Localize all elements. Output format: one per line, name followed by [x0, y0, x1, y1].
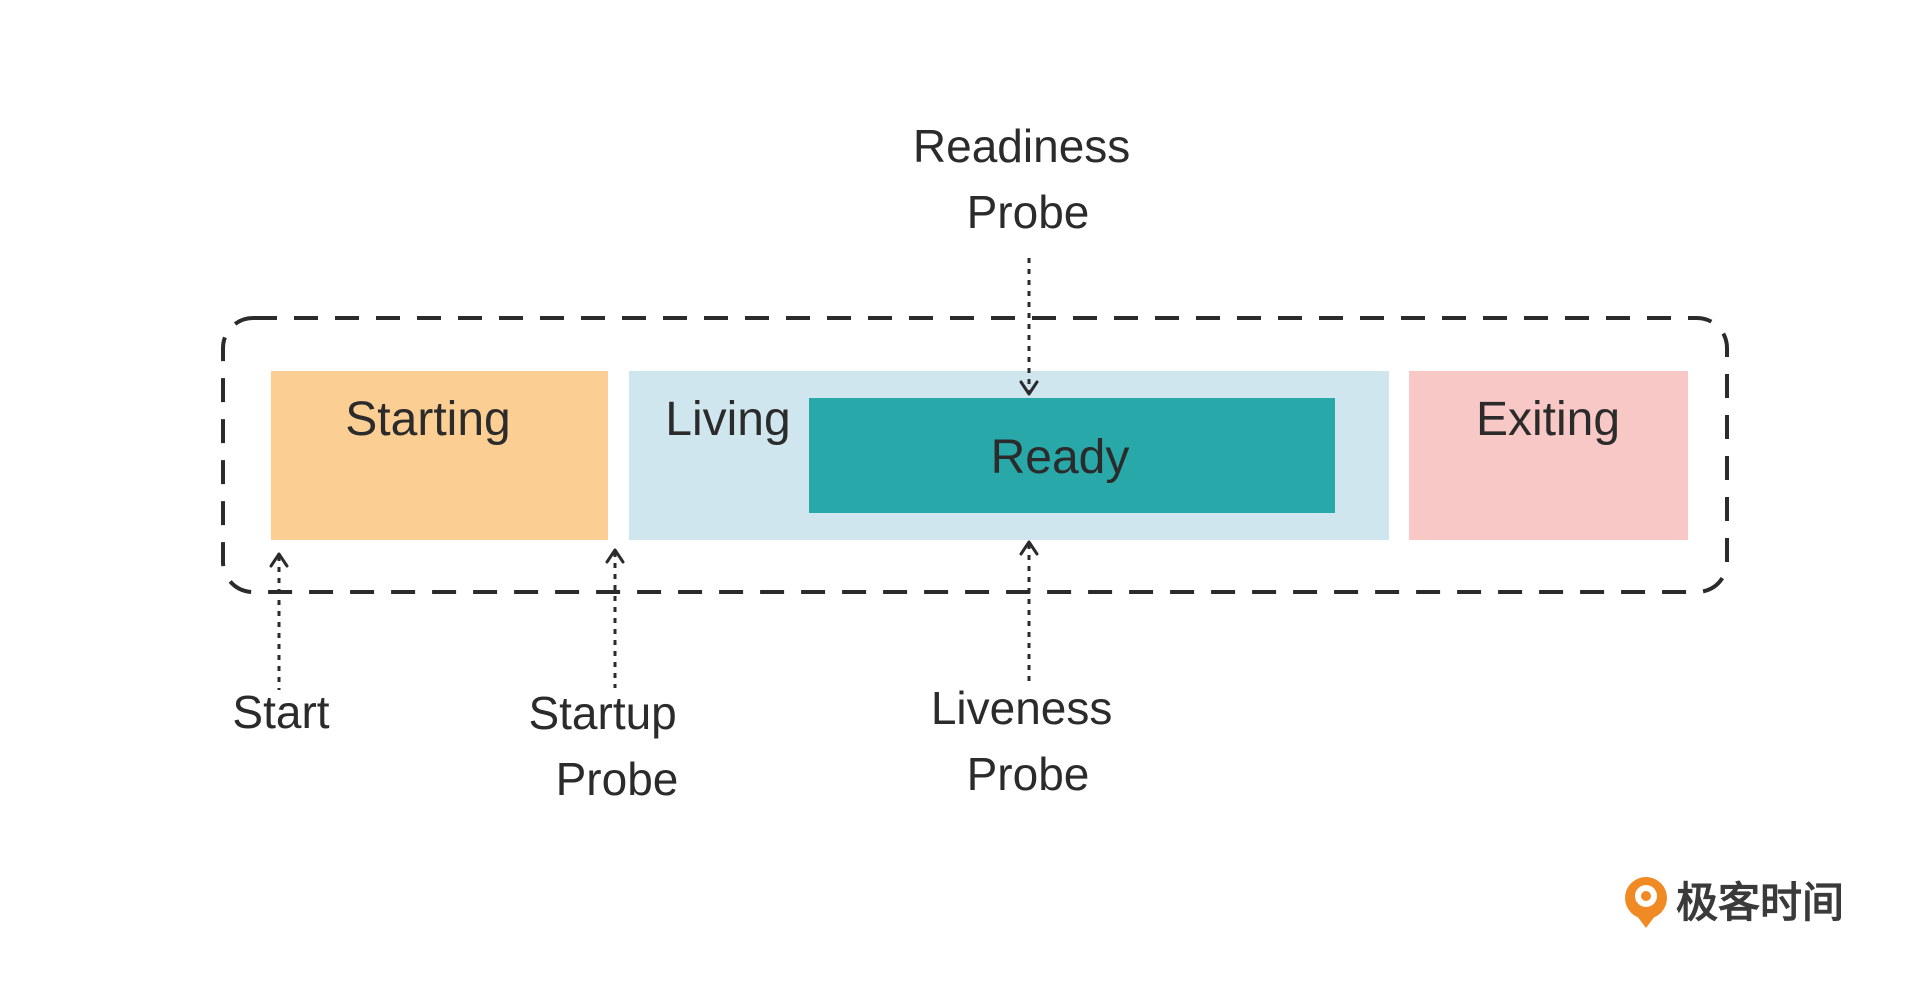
readiness-probe-line-2: Probe: [967, 186, 1090, 238]
start-event: Start: [232, 552, 330, 738]
readiness-probe-label: Readiness Probe: [913, 120, 1143, 238]
exiting-label: Exiting: [1476, 393, 1620, 446]
liveness-arrow-head: [1019, 540, 1039, 556]
liveness-probe-line-2: Probe: [967, 748, 1090, 800]
ready-box: [809, 398, 1335, 513]
startup-arrow-head: [605, 548, 625, 564]
lifecycle-boundary: [221, 316, 1729, 594]
startup-probe-line-2: Probe: [556, 753, 679, 805]
startup-probe: Startup Probe: [528, 548, 689, 805]
readiness-arrow-head: [1019, 380, 1039, 396]
starting-box: [271, 371, 608, 540]
state-starting: Starting: [271, 371, 608, 540]
startup-probe-line-1: Startup: [528, 687, 676, 739]
startup-probe-label: Startup Probe: [528, 687, 689, 805]
liveness-probe: Liveness Probe: [931, 540, 1125, 800]
liveness-probe-label: Liveness Probe: [931, 682, 1125, 800]
readiness-probe: Readiness Probe: [913, 120, 1143, 396]
logo-text: 极客时间: [1676, 878, 1844, 927]
geektime-logo-icon: [1625, 877, 1667, 928]
state-ready: Ready: [809, 398, 1335, 513]
readiness-probe-line-1: Readiness: [913, 120, 1130, 172]
living-label: Living: [665, 393, 790, 446]
state-exiting: Exiting: [1409, 371, 1688, 540]
exiting-box: [1409, 371, 1688, 540]
start-label: Start: [232, 686, 329, 738]
liveness-probe-line-1: Liveness: [931, 682, 1113, 734]
start-line-1: Start: [232, 686, 329, 738]
logo: 极客时间: [1625, 877, 1844, 928]
starting-label: Starting: [345, 393, 510, 446]
ready-label: Ready: [991, 431, 1130, 484]
start-arrow-head: [269, 552, 289, 568]
